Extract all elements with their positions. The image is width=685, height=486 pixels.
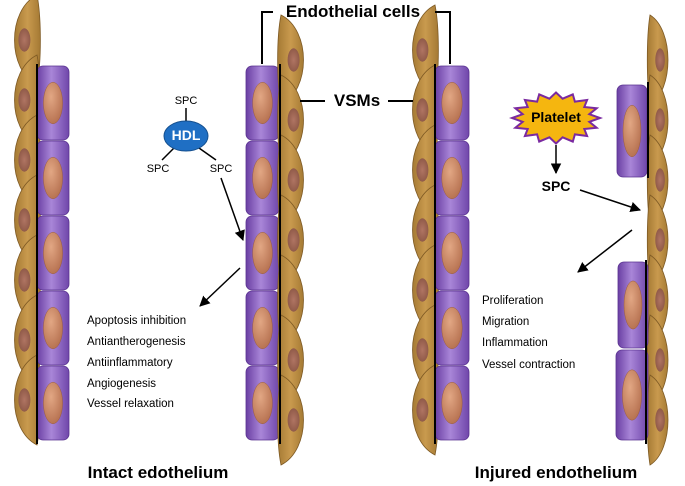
vessel-wall-injured-right	[615, 14, 669, 466]
vessel-wall-injured-left	[412, 4, 470, 456]
smooth-muscle-nucleus	[655, 108, 665, 132]
endothelial-nucleus	[441, 82, 463, 124]
endothelial-nucleus	[43, 82, 63, 124]
endothelial-nucleus	[252, 157, 273, 199]
injured-effect-2: Migration	[482, 316, 530, 328]
smooth-muscle-nucleus	[416, 278, 429, 302]
smooth-muscle-nucleus	[18, 208, 31, 232]
hdl-label: HDL	[171, 127, 201, 143]
injured-effect-1: Proliferation	[482, 295, 544, 307]
endothelial-nucleus	[252, 307, 273, 349]
endothelial-bracket	[435, 11, 451, 64]
arrow-spc-to-injury	[579, 189, 641, 212]
endothelial-nucleus	[441, 382, 463, 424]
diagram-overlay	[161, 11, 641, 307]
endothelial-nucleus	[441, 307, 463, 349]
endothelial-nucleus	[43, 232, 63, 274]
smooth-muscle-nucleus	[287, 288, 300, 312]
vessel-wall-intact-right	[245, 14, 304, 466]
arrow-to-injured-effects	[577, 229, 633, 273]
spc-bond	[198, 147, 217, 161]
smooth-muscle-nucleus	[416, 218, 429, 242]
spc-bond	[161, 147, 175, 161]
spc-label-left: SPC	[146, 163, 170, 175]
hdl-particle	[163, 120, 209, 152]
endothelial-nucleus	[252, 82, 273, 124]
smooth-muscle-nucleus	[655, 168, 665, 192]
arrow-to-intact-effects	[199, 267, 241, 307]
endothelial-nucleus	[622, 104, 642, 158]
smooth-muscle-nucleus	[18, 148, 31, 172]
intact-effect-2: Antiantherogenesis	[87, 336, 186, 348]
spc-label-right: SPC	[209, 163, 233, 175]
vessel-wall-intact-left	[14, 0, 70, 446]
smooth-muscle-nucleus	[416, 98, 429, 122]
endothelial-nucleus	[43, 157, 63, 199]
smooth-muscle-nucleus	[416, 398, 429, 422]
vessel-walls	[14, 0, 669, 466]
intact-effect-5: Vessel relaxation	[87, 398, 174, 410]
smooth-muscle-nucleus	[18, 88, 31, 112]
injured-effect-4: Vessel contraction	[482, 359, 576, 371]
smooth-muscle-nucleus	[18, 28, 31, 52]
smooth-muscle-nucleus	[655, 48, 665, 72]
arrow-spc-to-endothelium	[220, 177, 245, 241]
endothelial-bracket	[261, 11, 273, 64]
smooth-muscle-nucleus	[416, 158, 429, 182]
platelet-label: Platelet	[531, 109, 581, 125]
smooth-muscle-nucleus	[287, 168, 300, 192]
smooth-muscle-nucleus	[287, 408, 300, 432]
smooth-muscle-nucleus	[416, 338, 429, 362]
intact-effect-1: Apoptosis inhibition	[87, 315, 187, 327]
smooth-muscle-nucleus	[287, 228, 300, 252]
endothelial-nucleus	[623, 280, 643, 330]
endothelial-nucleus	[252, 382, 273, 424]
smooth-muscle-nucleus	[655, 348, 665, 372]
endothelial-nucleus	[252, 232, 273, 274]
endothelial-cells-label: Endothelial cells	[285, 2, 421, 21]
smooth-muscle-nucleus	[655, 228, 665, 252]
endothelial-nucleus	[43, 382, 63, 424]
spc-label-top: SPC	[174, 95, 198, 107]
injured-effect-3: Inflammation	[482, 337, 548, 349]
endothelial-nucleus	[441, 157, 463, 199]
smooth-muscle-nucleus	[287, 48, 300, 72]
endothelial-nucleus	[441, 232, 463, 274]
smooth-muscle-nucleus	[18, 328, 31, 352]
smooth-muscle-nucleus	[287, 108, 300, 132]
intact-endothelium-title: Intact edothelium	[87, 463, 229, 482]
smooth-muscle-nucleus	[655, 288, 665, 312]
vsms-label: VSMs	[333, 91, 381, 110]
intact-effect-3: Antiinflammatory	[87, 357, 173, 369]
smooth-muscle-nucleus	[655, 408, 665, 432]
injured-endothelium-title: Injured endothelium	[474, 463, 638, 482]
endothelial-nucleus	[43, 307, 63, 349]
platelet-shape	[509, 91, 603, 145]
smooth-muscle-nucleus	[18, 268, 31, 292]
smooth-muscle-nucleus	[18, 388, 31, 412]
intact-effect-4: Angiogenesis	[87, 378, 157, 390]
spc-label-injured: SPC	[541, 178, 571, 194]
smooth-muscle-nucleus	[416, 38, 429, 62]
smooth-muscle-nucleus	[287, 348, 300, 372]
endothelial-nucleus	[622, 369, 642, 421]
